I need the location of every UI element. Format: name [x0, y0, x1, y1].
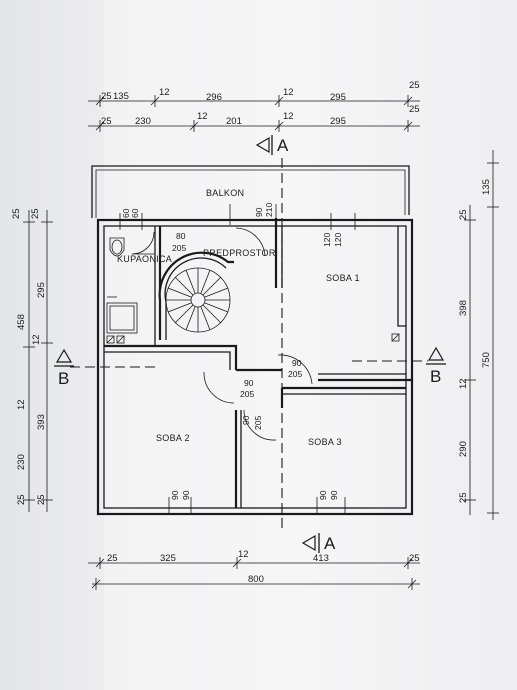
left-dimension-inner: 25 295 12 393 25	[30, 208, 53, 512]
opening-labels: 90 210 60 60 80 205 120 120 90 205 90 20…	[121, 203, 343, 500]
room-label-soba1: SOBA 1	[326, 273, 360, 283]
dim-top2-201: 201	[226, 116, 242, 127]
section-b-right-label: B	[430, 367, 441, 386]
dim-top1-12a: 12	[159, 87, 170, 98]
section-marker-b-right: B	[426, 346, 446, 386]
dim-top2-295: 295	[330, 116, 346, 127]
dim-right-25a: 25	[458, 209, 469, 220]
dim-left-12: 12	[16, 399, 27, 410]
bottom-dimension-total: 800	[91, 574, 420, 590]
dim-bottom-800: 800	[248, 574, 264, 585]
balkon-door-height: 210	[264, 203, 274, 217]
section-a-bottom-label: A	[324, 534, 336, 553]
soba1-window-1: 120	[322, 233, 332, 247]
soba3-door-width: 90	[241, 415, 251, 425]
dim-left-25a: 25	[11, 208, 22, 219]
dim-top1-25b: 25	[409, 80, 420, 91]
soba3-door-height: 205	[253, 416, 263, 430]
dim-left2-393: 393	[36, 414, 47, 430]
kup-window-1: 60	[121, 208, 131, 218]
inner-walls	[104, 218, 412, 508]
soba1-window-2: 120	[333, 233, 343, 247]
section-a-top-label: A	[277, 136, 289, 155]
balcony-outline	[91, 165, 410, 218]
dim-left2-25b: 25	[36, 494, 47, 505]
soba3-window-2: 90	[329, 490, 339, 500]
dim-right-398: 398	[458, 300, 469, 316]
dim-right-12: 12	[458, 378, 469, 389]
spiral-staircase	[165, 267, 231, 333]
kup-door-width: 80	[176, 231, 186, 241]
section-b-left-label: B	[58, 369, 69, 388]
dim-left-458: 458	[16, 314, 27, 330]
top-dimension-row-1: 25 135 12 296 12 295 25	[88, 80, 420, 107]
dim-top2-12b: 12	[283, 111, 294, 122]
soba3-window-1: 90	[318, 490, 328, 500]
dim-left-230: 230	[16, 454, 27, 470]
room-label-kupaonica: KUPAONICA	[117, 254, 172, 264]
dim-left2-295: 295	[36, 282, 47, 298]
dim-bottom-413: 413	[313, 553, 329, 564]
window-marks	[119, 204, 356, 515]
dim-top1-12b: 12	[283, 87, 294, 98]
soba2-window-1: 90	[170, 490, 180, 500]
outer-walls	[96, 218, 414, 516]
dim-left2-12: 12	[31, 334, 42, 345]
section-marker-a-bottom: A	[301, 533, 336, 553]
dim-top2-25b: 25	[409, 104, 420, 115]
dim-bottom-25a: 25	[107, 553, 118, 564]
soba2-window-2: 90	[181, 490, 191, 500]
right-dimension-inner: 25 398 12 290 25	[458, 205, 476, 515]
top-dimension-row-2: 25 230 12 201 12 295 25	[88, 104, 420, 132]
right-dimension-outer: 135 750	[481, 150, 499, 520]
bottom-dimension-row-1: 25 325 12 413 25	[88, 549, 420, 569]
room-label-soba3: SOBA 3	[308, 437, 342, 447]
dim-top2-25a: 25	[101, 116, 112, 127]
kup-window-2: 60	[130, 208, 140, 218]
left-dimension-outer: 25 458 12 230 25	[11, 208, 35, 512]
kup-door-height: 205	[172, 243, 186, 253]
balkon-door-width: 90	[254, 207, 264, 217]
dim-top1-296: 296	[206, 92, 222, 103]
room-label-balkon: BALKON	[206, 188, 244, 198]
dim-right-135: 135	[481, 179, 492, 195]
section-marker-b-left: B	[54, 348, 74, 388]
paper-shadow	[0, 0, 104, 690]
soba2-door-height: 205	[240, 389, 254, 399]
dim-left-25b: 25	[16, 494, 27, 505]
room-label-predprostor: PREDPROSTOR	[203, 248, 276, 258]
dim-right-290: 290	[458, 441, 469, 457]
dim-top1-25a: 25	[101, 91, 112, 102]
dim-right-750: 750	[481, 352, 492, 368]
soba1-door-height: 205	[288, 369, 302, 379]
dim-left2-25a: 25	[30, 208, 41, 219]
soba2-door-width: 90	[244, 378, 254, 388]
section-marker-a-top: A	[255, 135, 289, 155]
dim-right-25b: 25	[458, 492, 469, 503]
dim-top2-12a: 12	[197, 111, 208, 122]
dim-bottom-325: 325	[160, 553, 176, 564]
bathroom-fixtures	[106, 237, 400, 344]
room-label-soba2: SOBA 2	[156, 433, 190, 443]
dim-bottom-12: 12	[238, 549, 249, 560]
door-swings	[131, 227, 313, 441]
dim-top2-230: 230	[135, 116, 151, 127]
dim-top1-135: 135	[113, 91, 129, 102]
dim-bottom-25b: 25	[409, 553, 420, 564]
soba1-door-width: 90	[292, 358, 302, 368]
dim-top1-295: 295	[330, 92, 346, 103]
